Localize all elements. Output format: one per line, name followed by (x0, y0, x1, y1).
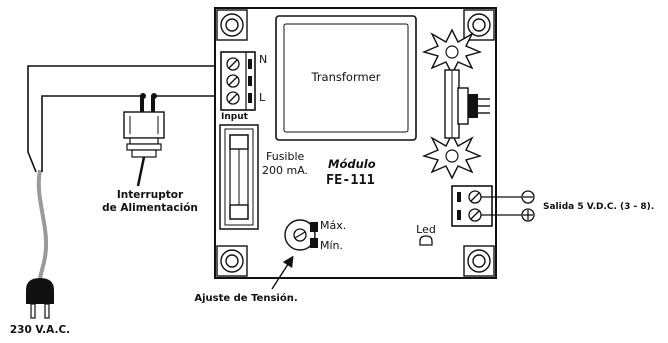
input-terminal-n: N (259, 53, 267, 66)
screw-terminal-icon (226, 74, 252, 88)
wire-switch-to-board (153, 95, 222, 112)
output-negative-symbol (521, 190, 535, 204)
wire-neutral (27, 65, 222, 173)
plug-icon (26, 278, 54, 319)
transformer-label: Transformer (310, 70, 380, 84)
input-terminal-l: L (259, 91, 266, 104)
screw-terminal-icon (226, 91, 252, 105)
input-terminal-block (220, 51, 256, 111)
module-label-line1: Módulo (328, 157, 376, 171)
voltage-adjust-label: Ajuste de Tensión. (194, 292, 297, 304)
output-label: Salida 5 V.D.C. (3 - 8). (543, 202, 654, 212)
mounting-hole-icon (216, 245, 248, 277)
toggle-switch-icon (123, 93, 165, 187)
trimmer-min-label: Mín. (320, 239, 343, 252)
fuse-label-line2: 200 mA. (262, 164, 308, 177)
mounting-hole-icon (463, 245, 495, 277)
trimmer-icon (284, 219, 318, 251)
output-positive-symbol (521, 208, 535, 222)
mains-cable (36, 169, 49, 279)
led-label: Led (416, 223, 436, 236)
trimmer-max-label: Máx. (320, 219, 346, 232)
input-label: Input (221, 112, 249, 122)
output-terminal-block (451, 185, 493, 227)
heatsink-icon (421, 28, 490, 180)
switch-label-line1: Interruptor (117, 189, 184, 201)
screw-terminal-icon (457, 190, 482, 204)
fuse-label-line1: Fusible (266, 150, 305, 163)
screw-terminal-icon (457, 208, 482, 222)
led-icon (419, 235, 433, 246)
mounting-hole-icon (216, 9, 248, 41)
mains-label: 230 V.A.C. (10, 324, 70, 336)
fuse (219, 124, 259, 230)
module-label-line2: FE-111 (326, 172, 375, 188)
transformer (275, 15, 417, 141)
switch-label-line2: de Alimentación (102, 202, 198, 214)
screw-terminal-icon (226, 57, 252, 71)
voltage-adjust-arrow (271, 255, 294, 290)
